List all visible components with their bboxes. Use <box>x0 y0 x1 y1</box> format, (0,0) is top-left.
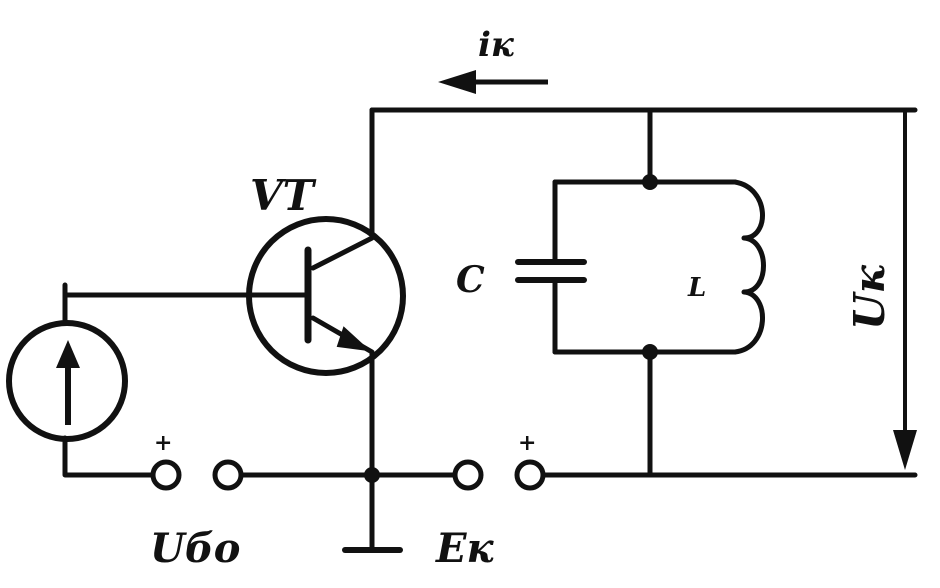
capacitor-label: C <box>456 259 485 301</box>
ik-arrowhead-icon <box>438 70 476 94</box>
ubo-plus-sign: + <box>154 430 172 456</box>
collector-lead <box>310 107 375 271</box>
source-bottom-wire <box>62 435 155 478</box>
capacitor-plates <box>515 259 587 283</box>
current-source-arrowhead-icon <box>56 340 80 368</box>
junction-dot <box>642 174 658 190</box>
base-bias-source-label: Uбо <box>150 525 240 572</box>
terminal-ubo-plus <box>150 459 182 491</box>
emitter-arrow-icon <box>336 326 372 352</box>
current-source-circle <box>6 320 128 442</box>
ek-plus-sign: + <box>518 430 536 456</box>
supply-source-label: Eк <box>435 525 494 572</box>
transistor-body <box>246 216 406 376</box>
emitter-lead <box>310 315 375 551</box>
inductor-label: L <box>687 273 706 303</box>
terminal-ek-minus <box>452 459 484 491</box>
terminal-ubo-minus <box>212 459 244 491</box>
junction-dot <box>364 467 380 483</box>
collector-voltage-label: Uк <box>845 264 894 330</box>
junction-dot <box>642 344 658 360</box>
collector-current-label: iк <box>478 25 515 65</box>
uk-arrowhead-icon <box>893 430 917 470</box>
transistor-label: VT <box>250 171 317 220</box>
inductor-coil <box>732 179 766 355</box>
terminal-ek-plus <box>514 459 546 491</box>
